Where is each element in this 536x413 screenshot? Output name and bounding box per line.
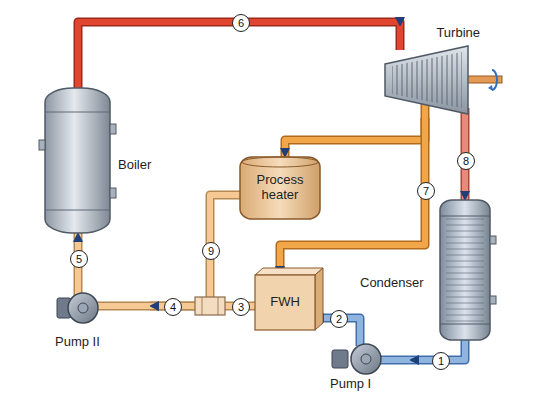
equipment-label: Boiler bbox=[118, 158, 151, 173]
state-number: 2 bbox=[330, 310, 348, 328]
feedwater-heater-symbol bbox=[255, 268, 323, 330]
equipment-label: Condenser bbox=[360, 276, 424, 291]
process-heater-symbol bbox=[240, 157, 320, 219]
mixing-chamber bbox=[195, 297, 225, 315]
pipe-wall bbox=[150, 195, 240, 306]
feedwater-heater-node: FWH bbox=[255, 275, 315, 330]
state-number: 5 bbox=[70, 250, 88, 268]
condenser-symbol bbox=[440, 200, 496, 340]
equipment-label: Pump I bbox=[330, 377, 371, 392]
pipe-flow bbox=[150, 195, 240, 306]
turbine-node: Turbine bbox=[380, 26, 480, 118]
pipe-connector bbox=[150, 195, 240, 306]
pump-node: Pump I bbox=[330, 328, 410, 392]
boiler-symbol bbox=[39, 88, 116, 233]
turbine-symbol bbox=[385, 26, 502, 118]
pipe-wall bbox=[285, 118, 425, 157]
pump-symbol bbox=[57, 282, 150, 323]
pipe-connector bbox=[285, 118, 425, 157]
equipment-label: FWH bbox=[255, 275, 315, 330]
process-heater-node: Process heater bbox=[240, 157, 320, 219]
condenser-node: Condenser bbox=[360, 200, 495, 340]
pump-symbol bbox=[332, 328, 410, 374]
state-number: 7 bbox=[417, 182, 435, 200]
equipment-label: Process heater bbox=[240, 157, 320, 219]
equipment-label: Turbine bbox=[436, 26, 480, 41]
state-number: 6 bbox=[232, 14, 250, 32]
equipment-label: Pump II bbox=[55, 335, 100, 350]
state-number: 1 bbox=[432, 352, 450, 370]
state-number: 8 bbox=[457, 152, 475, 170]
state-number: 9 bbox=[202, 242, 220, 260]
pipe-flow bbox=[285, 118, 425, 157]
state-number: 3 bbox=[232, 298, 250, 316]
boiler-node: Boiler bbox=[40, 88, 160, 233]
pump-node: Pump II bbox=[55, 282, 150, 350]
state-number: 4 bbox=[164, 298, 182, 316]
